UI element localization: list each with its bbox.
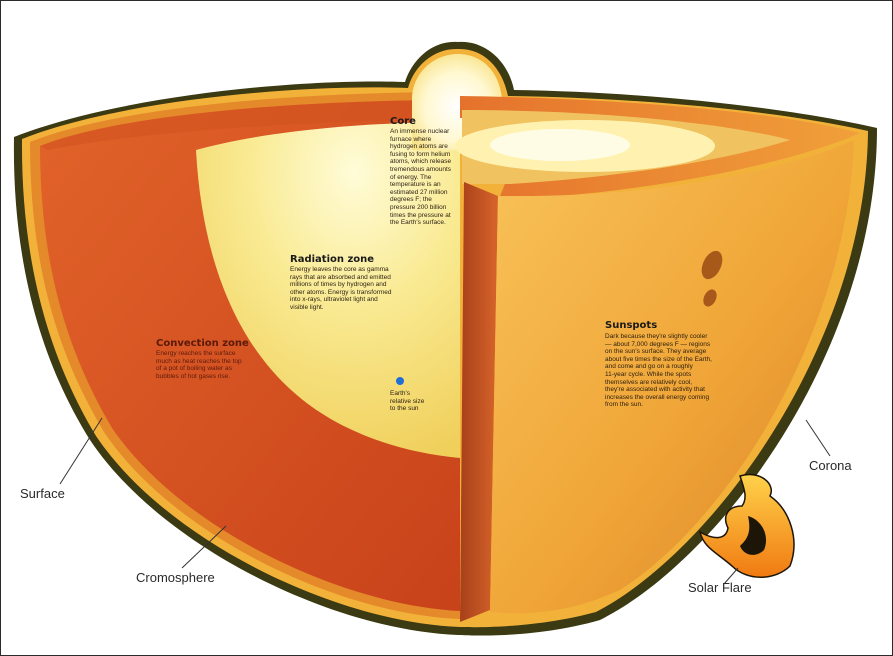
surface-label: Surface — [20, 486, 65, 501]
convection-zone-description: Energy reaches the surface much as heat … — [156, 350, 242, 380]
earth-size-caption: Earth's relative size to the sun — [390, 390, 424, 413]
radiation-zone-description: Energy leaves the core as gamma rays tha… — [290, 266, 392, 312]
corona-label: Corona — [809, 458, 852, 473]
core-title: Core — [390, 116, 416, 127]
core-description: An immense nuclear furnace where hydroge… — [390, 128, 451, 227]
solar-flare-label: Solar Flare — [688, 580, 752, 595]
radiation-zone-title: Radiation zone — [290, 254, 374, 265]
corona-leader-line — [806, 420, 830, 456]
right-core-center — [490, 129, 630, 161]
surface-leader-line — [60, 418, 102, 484]
cromosphere-label: Cromosphere — [136, 570, 215, 585]
sunspots-title: Sunspots — [605, 320, 657, 331]
earth-dot — [396, 377, 404, 385]
convection-zone-title: Convection zone — [156, 338, 249, 349]
sunspots-description: Dark because they're slightly cooler — a… — [605, 333, 712, 409]
